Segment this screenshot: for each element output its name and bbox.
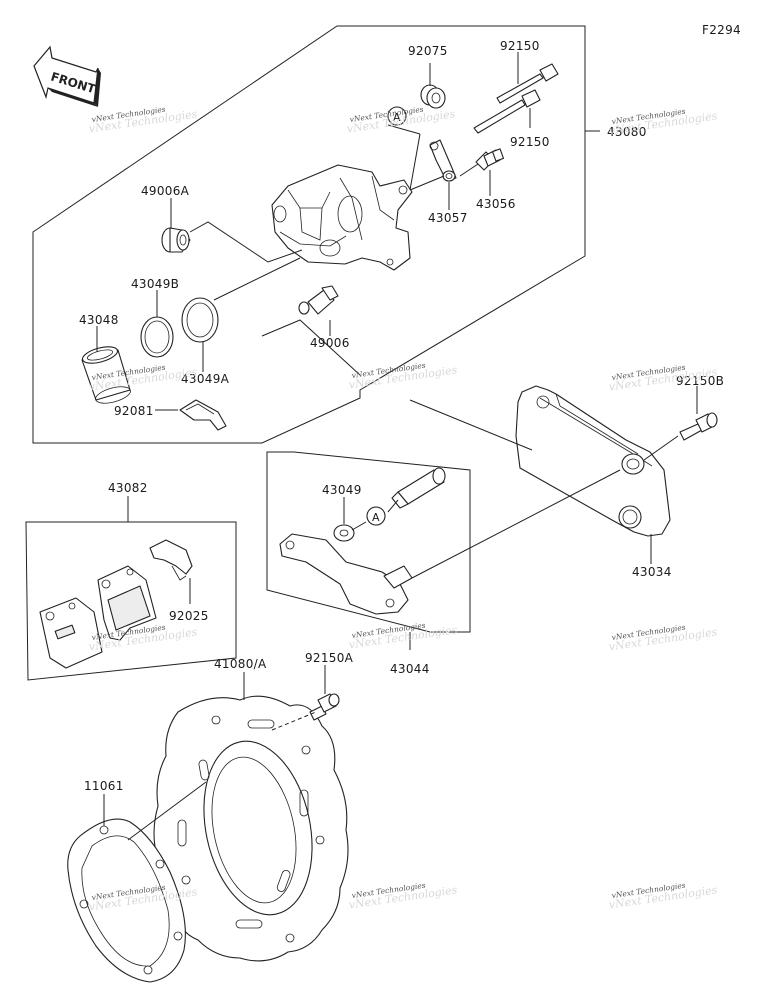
brake-pad-front: [39, 597, 103, 669]
label-92150B: 92150B: [676, 374, 724, 388]
callout-a-2: A: [366, 506, 386, 526]
label-49006: 49006: [310, 336, 350, 350]
svg-text:A: A: [372, 511, 380, 524]
part-labels: 92075 92150 92150 43080 49006A 43057 430…: [79, 39, 724, 793]
caliper-body: [271, 164, 413, 271]
part-43049B: [140, 316, 174, 358]
part-41080-brake-disc: [153, 695, 349, 962]
watermark: vNext Technologies vNext Technologies: [88, 105, 198, 136]
svg-text:A: A: [393, 111, 401, 124]
part-43057: [429, 139, 457, 182]
part-43044: [279, 533, 413, 615]
label-92150-top: 92150: [500, 39, 540, 53]
front-arrow-icon: FRONT: [33, 45, 101, 107]
caliper-assembly-outline: [32, 25, 586, 444]
label-11061: 11061: [84, 779, 124, 793]
label-43082: 43082: [108, 481, 148, 495]
part-43034: [515, 385, 671, 537]
label-43049A: 43049A: [181, 372, 230, 386]
part-92081: [179, 399, 227, 431]
part-92025: [149, 539, 193, 581]
part-92150B: [679, 412, 718, 441]
label-92081: 92081: [114, 404, 154, 418]
label-43049: 43049: [322, 483, 362, 497]
leader-lines: [96, 52, 698, 841]
part-49006A: [161, 227, 191, 253]
watermark: vNext Technologies vNext Technologies: [348, 621, 458, 652]
watermark: vNext Technologies vNext Technologies: [608, 881, 718, 912]
label-43048: 43048: [79, 313, 119, 327]
guide-line: [261, 319, 361, 376]
label-41080A: 41080/A: [214, 657, 267, 671]
part-43049: [333, 524, 355, 542]
callout-a-1: A: [387, 106, 407, 126]
bracket-assembly-outline: [266, 451, 471, 633]
part-92150-top: [496, 63, 559, 104]
label-43044: 43044: [390, 662, 430, 676]
watermark: vNext Technologies vNext Technologies: [608, 623, 718, 654]
part-92150A: [309, 693, 340, 721]
part-92075: [420, 84, 446, 109]
brake-pad-rear: [97, 565, 157, 641]
pad-kit-outline: [25, 521, 237, 681]
label-43057: 43057: [428, 211, 468, 225]
label-43056: 43056: [476, 197, 516, 211]
part-92150-mid: [473, 89, 541, 134]
watermark: vNext Technologies vNext Technologies: [608, 363, 718, 394]
label-43049B: 43049B: [131, 277, 179, 291]
label-92150-mid: 92150: [510, 135, 550, 149]
label-49006A: 49006A: [141, 184, 190, 198]
bracket-pin: [391, 467, 446, 509]
watermark: vNext Technologies vNext Technologies: [608, 107, 718, 138]
part-11061-shim: [67, 818, 186, 983]
label-92025: 92025: [169, 609, 209, 623]
label-92075: 92075: [408, 44, 448, 58]
part-43048: [81, 346, 131, 404]
watermark: vNext Technologies vNext Technologies: [348, 881, 458, 912]
part-43056: [475, 148, 505, 171]
label-43080: 43080: [607, 125, 647, 139]
part-43049A: [181, 297, 219, 343]
label-92150A: 92150A: [305, 651, 354, 665]
watermark: vNext Technologies vNext Technologies: [348, 361, 458, 392]
label-43034: 43034: [632, 565, 672, 579]
part-49006: [298, 285, 339, 315]
diagram-code: F2294: [702, 23, 741, 37]
